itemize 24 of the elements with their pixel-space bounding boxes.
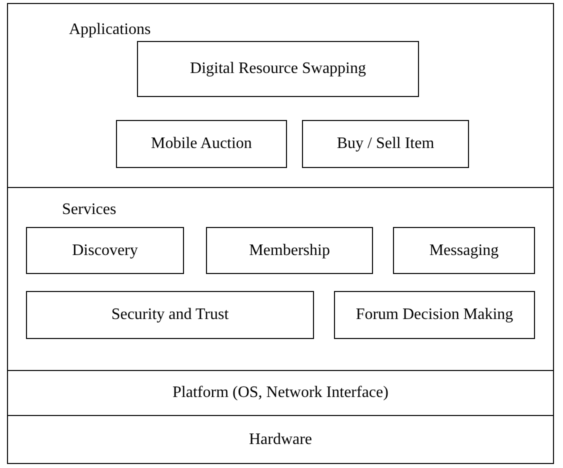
layer-box [302, 120, 469, 168]
layer-title: Applications [69, 22, 151, 38]
box-label: Hardware [248, 430, 312, 450]
layer-box [116, 120, 287, 168]
layer-box [334, 291, 535, 339]
box-label: Mobile Auction [151, 134, 252, 154]
box-label: Discovery [72, 240, 138, 260]
box-label: Security and Trust [111, 305, 229, 325]
layer-box [26, 227, 184, 274]
layer-band [7, 187, 554, 371]
layer-band [7, 3, 554, 188]
layer-title: Services [62, 202, 116, 218]
box-label: Digital Resource Swapping [190, 59, 366, 79]
layer-box [7, 370, 554, 416]
box-label: Messaging [429, 240, 499, 260]
layer-box [206, 227, 373, 274]
box-label: Platform (OS, Network Interface) [172, 383, 388, 403]
layer-box [137, 41, 419, 97]
box-label: Buy / Sell Item [336, 134, 434, 154]
layer-box [393, 227, 535, 274]
layer-box [7, 415, 554, 464]
box-label: Membership [249, 240, 330, 260]
box-label: Forum Decision Making [356, 305, 514, 325]
layer-box [26, 291, 314, 339]
